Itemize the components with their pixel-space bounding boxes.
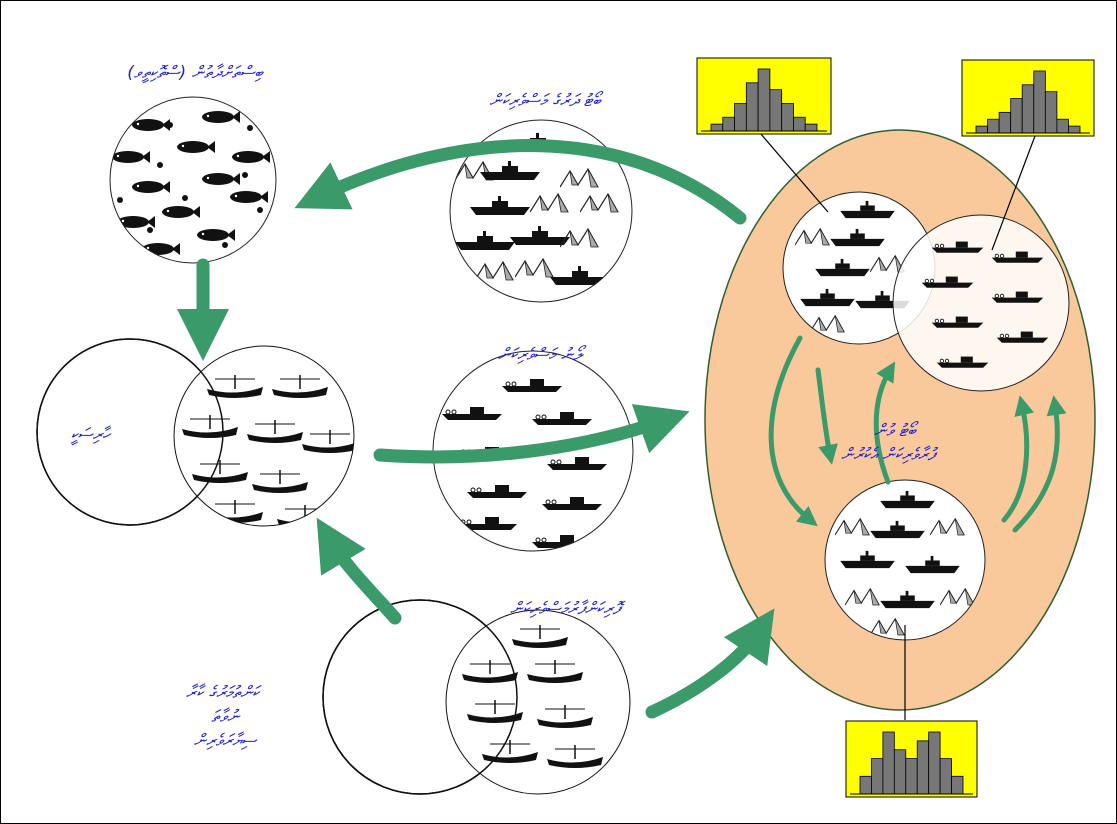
fish-stock-label: ބިސްތަށްދާތުން (ސްތޮކިތީވ) xyxy=(127,63,263,83)
connector-line-top-right xyxy=(991,135,1036,251)
histogram-bar xyxy=(1010,98,1023,134)
reef-area-label: ހާރިސަކީ xyxy=(70,425,110,445)
arrow-ellipse-to-fish-stock xyxy=(294,139,747,225)
pole-line-fleet-label: ބޯޓު ދަރުގެ މަސްވެރިކަން xyxy=(489,91,601,111)
histogram-bar xyxy=(975,125,988,134)
histogram-bar xyxy=(769,89,783,132)
histogram-bar xyxy=(734,103,747,132)
histogram-bar xyxy=(1068,125,1081,134)
histogram-bar xyxy=(859,775,872,795)
bottom-note-line-1: ކަންތުމަރުގެ ކާރާ xyxy=(186,683,259,703)
histogram-top-right xyxy=(961,59,1095,137)
histogram-bar xyxy=(745,82,759,132)
arrow-c-to-mixed-b xyxy=(873,361,896,485)
dhoni-fleet-circle xyxy=(174,346,354,526)
histogram-bar xyxy=(1044,91,1058,134)
histogram-bottom xyxy=(845,720,978,798)
histogram-bar xyxy=(998,111,1012,134)
histogram-bar xyxy=(939,758,952,795)
histogram-bar xyxy=(710,123,724,132)
center-mixed-label-b: ފުރާވެރިކަން އެކުރުން xyxy=(841,445,935,465)
histogram-top-left xyxy=(696,57,832,135)
histogram-bar xyxy=(882,731,895,795)
arrow-mixed-a-to-c xyxy=(768,335,818,527)
arrow-handline-to-reef xyxy=(316,517,402,625)
histogram-bar xyxy=(951,775,964,795)
histogram-bar xyxy=(893,749,907,795)
histogram-bar xyxy=(781,103,794,132)
mixed-fleet-circle-b xyxy=(893,215,1069,391)
histogram-bar xyxy=(1021,84,1035,134)
fish-stock-circle xyxy=(110,97,276,263)
histogram-bar xyxy=(987,118,1000,134)
histogram-bar xyxy=(793,116,806,132)
histogram-bar xyxy=(1056,118,1069,134)
histogram-bar xyxy=(905,758,918,795)
connector-line-top-left xyxy=(759,132,829,213)
histogram-bar xyxy=(871,758,884,795)
bottom-note-line-3: ސިޔާރަވެރިން xyxy=(193,731,257,751)
arrow-handline-to-ellipse xyxy=(645,608,775,719)
histogram-bar xyxy=(928,731,941,795)
handline-fleet-label: ފޮރިކަންފާރުމަސްވެރިކަން xyxy=(510,599,620,619)
mixed-fleet-circle-c xyxy=(825,480,985,640)
histogram-bar xyxy=(722,116,735,132)
arrow-c-up-right-2 xyxy=(1012,395,1067,533)
bottom-note-line-2: ނުވާތަ xyxy=(211,707,239,727)
handline-fleet-circle xyxy=(446,610,630,794)
arrow-mixed-a-down xyxy=(815,367,838,465)
histogram-bar xyxy=(757,68,771,132)
histogram-bar xyxy=(1033,70,1046,134)
center-mixed-label-a: ބޯޓު ވުން xyxy=(874,421,916,441)
histogram-bar xyxy=(916,740,930,795)
arrow-reef-to-ellipse xyxy=(373,404,690,464)
histogram-bar xyxy=(804,123,818,132)
pole-line-circle xyxy=(450,120,632,302)
arrow-c-up-right-1 xyxy=(1001,395,1034,523)
longline-fleet-label: ލޯނު މަސްވެރިކަން xyxy=(497,345,583,365)
